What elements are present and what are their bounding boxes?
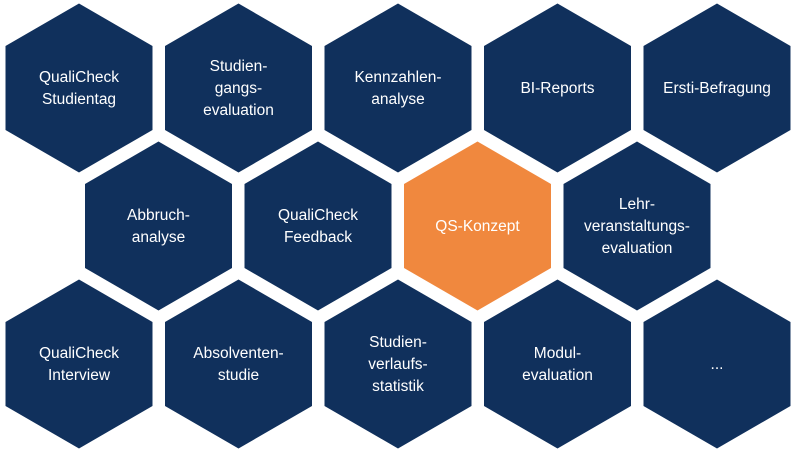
hexagon-label: Ersti-Befragung	[663, 80, 771, 97]
hexagon: ...	[643, 279, 791, 449]
hexagon: Ersti-Befragung	[643, 3, 791, 173]
hexagon-shape	[643, 3, 791, 173]
hexagon-label: studie	[218, 367, 259, 384]
hexagon-shape	[643, 279, 791, 449]
hexagon-label: BI-Reports	[520, 80, 594, 97]
hexagon-label: Studientag	[42, 91, 116, 108]
hexagon: Modul-evaluation	[484, 279, 631, 449]
hexagon-label: analyse	[371, 91, 424, 108]
hexagon-label: veranstaltungs-	[584, 218, 690, 235]
hexagon-label: analyse	[132, 229, 185, 246]
hexagon-shape	[324, 3, 472, 173]
hexagon: BI-Reports	[484, 3, 631, 173]
hexagon-label: statistik	[372, 378, 424, 395]
hexagon-shape	[5, 279, 153, 449]
hexagon-shape	[165, 279, 312, 449]
hexagon: Studien-gangs-evaluation	[165, 3, 312, 173]
hexagon-label: Abbruch-	[127, 207, 190, 224]
hexagon-shape	[165, 3, 312, 173]
hexagon-label: evaluation	[203, 102, 274, 119]
hexagon-label: Modul-	[534, 345, 581, 362]
hexagon-label: Lehr-	[619, 196, 655, 213]
hexagon: Studien-verlaufs-statistik	[324, 279, 472, 449]
hexagon-label: Studien-	[369, 334, 427, 351]
hexagon-shape	[404, 141, 551, 311]
hexagon-shape	[324, 279, 472, 449]
hexagon: Kennzahlen-analyse	[324, 3, 472, 173]
hexagon-label: Feedback	[284, 229, 352, 246]
hexagon-label: Absolventen-	[193, 345, 283, 362]
hexagon-shape	[484, 3, 631, 173]
hexagon-label: QualiCheck	[39, 69, 119, 86]
hexagon-label: verlaufs-	[368, 356, 427, 373]
hexagon-label: QS-Konzept	[435, 218, 520, 235]
hexagon-label: gangs-	[215, 80, 262, 97]
hexagon-shape	[5, 3, 153, 173]
hexagon-shape	[244, 141, 392, 311]
hexagon-shape	[85, 141, 232, 311]
hexagon-label: evaluation	[602, 240, 673, 257]
hexagon: Lehr-veranstaltungs-evaluation	[563, 141, 711, 311]
hexagon-label: ...	[711, 356, 724, 373]
hexagon-label: QualiCheck	[39, 345, 119, 362]
hexagon-shape	[563, 141, 711, 311]
hexagon-label: Studien-	[210, 58, 268, 75]
hexagon-highlight: QS-Konzept	[404, 141, 551, 311]
hexagon-label: QualiCheck	[278, 207, 358, 224]
hexagon-label: Kennzahlen-	[354, 69, 441, 86]
hexagon-label: Interview	[48, 367, 111, 384]
hexagon: Abbruch-analyse	[85, 141, 232, 311]
hexagon: Absolventen-studie	[165, 279, 312, 449]
hexagon-label: evaluation	[522, 367, 593, 384]
hexagon-shape	[484, 279, 631, 449]
